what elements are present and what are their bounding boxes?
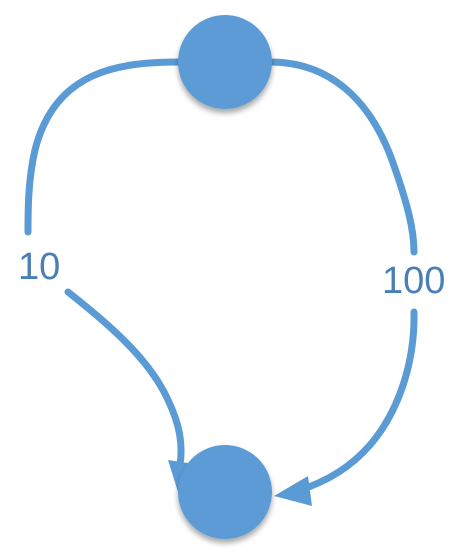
bottom-node xyxy=(178,445,272,539)
right-edge-arrowhead xyxy=(274,476,312,506)
right-edge-upper-path xyxy=(266,58,418,256)
right-edge: 100 xyxy=(266,58,445,506)
left-edge-weight-label: 10 xyxy=(18,246,60,288)
left-edge: 10 xyxy=(18,58,194,492)
top-node xyxy=(178,15,272,109)
left-edge-upper-path xyxy=(24,58,184,236)
right-edge-weight-label: 100 xyxy=(382,260,445,302)
right-edge-lower-path xyxy=(296,308,418,494)
left-edge-lower-path xyxy=(64,288,185,469)
